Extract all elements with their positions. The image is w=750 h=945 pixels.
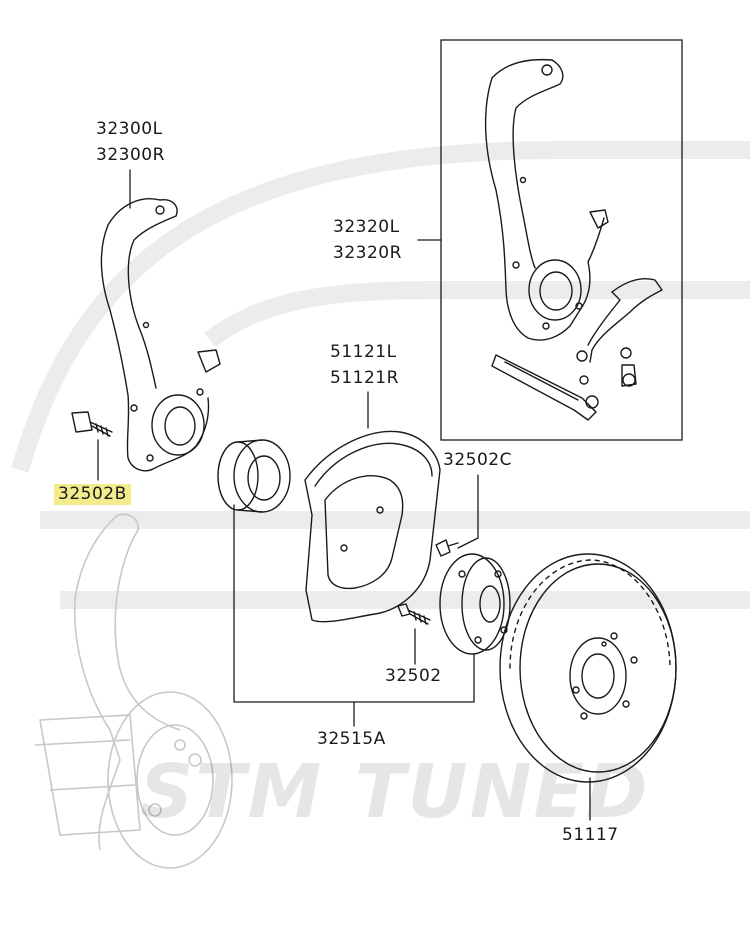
bolt-32502c-drawing	[435, 539, 459, 557]
watermark-tuned: TUNED	[355, 749, 650, 835]
hub-bearing-drawing	[217, 439, 291, 513]
hub-drawing	[439, 553, 511, 655]
inset-box	[440, 39, 683, 441]
label-inset-knuckle-left: 32320L	[333, 217, 400, 237]
label-hub-assembly-32515a: 32515A	[317, 729, 386, 749]
watermark-swoosh	[11, 141, 750, 609]
ghost-knuckle-illustration	[34, 513, 233, 869]
label-rotor-51117: 51117	[562, 825, 619, 845]
label-dust-shield-right: 51121R	[330, 368, 399, 388]
main-knuckle-drawing	[100, 198, 221, 472]
label-dust-shield-left: 51121L	[330, 342, 397, 362]
watermark-stm: STM	[140, 749, 324, 835]
bolt-32502b-drawing	[71, 411, 113, 437]
brake-rotor-drawing	[499, 553, 677, 783]
label-bolt-32502c: 32502C	[443, 450, 512, 470]
leader-lines	[97, 169, 591, 821]
inset-lower-arm-drawing	[491, 278, 663, 421]
inset-knuckle-drawing	[484, 58, 609, 341]
label-bolt-32502: 32502	[385, 666, 442, 686]
bolt-32502-drawing	[397, 603, 431, 625]
label-knuckle-right: 32300R	[96, 145, 165, 165]
label-knuckle-left: 32300L	[96, 119, 163, 139]
label-bolt-32502b: 32502B	[54, 484, 131, 505]
label-inset-knuckle-right: 32320R	[333, 243, 402, 263]
dust-shield-drawing	[304, 430, 441, 623]
